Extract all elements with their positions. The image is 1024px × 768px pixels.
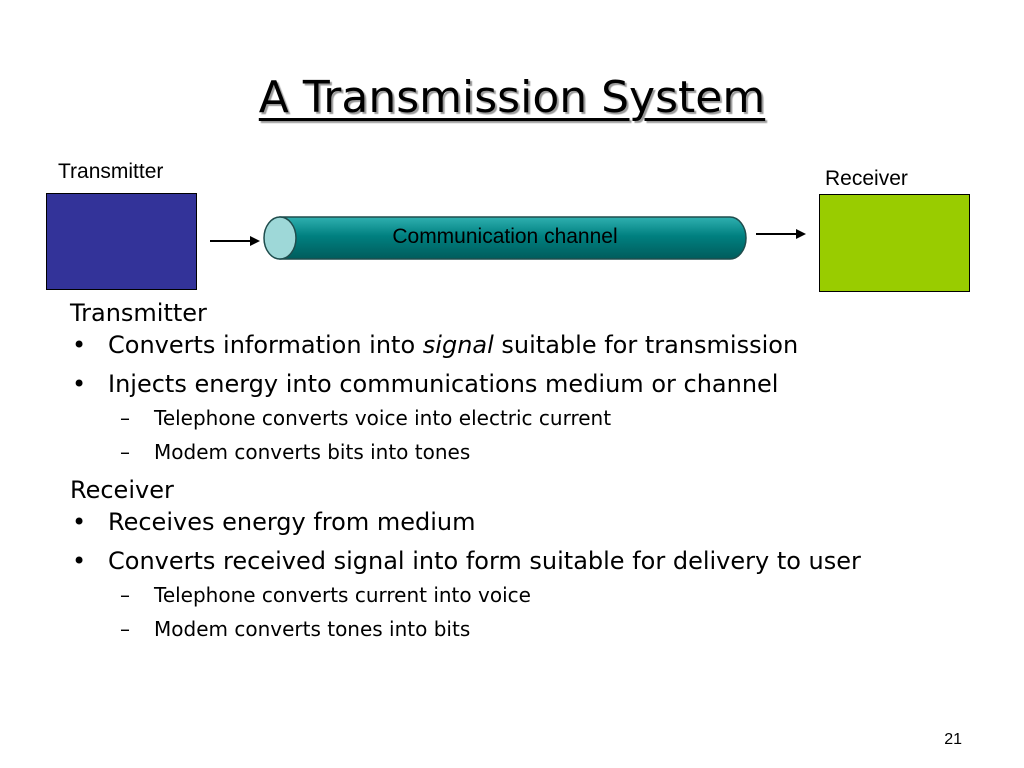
bullet-text: suitable for transmission bbox=[493, 331, 799, 359]
receiver-block bbox=[819, 194, 970, 292]
sub-bullet-text: Telephone converts voice into electric c… bbox=[154, 406, 612, 430]
sub-bullet-text: Telephone converts current into voice bbox=[154, 583, 531, 607]
sub-bullet-text: Modem converts bits into tones bbox=[154, 440, 471, 464]
dash-mark: – bbox=[120, 406, 130, 430]
transmitter-label: Transmitter bbox=[58, 160, 164, 183]
sub-bullet-item: – Modem converts bits into tones bbox=[70, 435, 970, 469]
sub-bullet-item: – Modem converts tones into bits bbox=[70, 612, 970, 646]
slide-body: Transmitter • Converts information into … bbox=[70, 296, 970, 646]
dash-mark: – bbox=[120, 583, 130, 607]
bullet-mark: • bbox=[72, 508, 87, 536]
arrow-to-receiver bbox=[756, 228, 806, 240]
bullet-emphasis: signal bbox=[422, 331, 494, 359]
receiver-label: Receiver bbox=[825, 167, 908, 190]
bullet-text: Receives energy from medium bbox=[108, 508, 476, 536]
bullet-text: Converts received signal into form suita… bbox=[108, 547, 861, 575]
bullet-item: • Converts received signal into form sui… bbox=[70, 547, 970, 576]
bullet-item: • Receives energy from medium bbox=[70, 508, 970, 537]
bullet-item: • Converts information into signal suita… bbox=[70, 331, 970, 360]
communication-channel bbox=[262, 215, 748, 261]
bullet-item: • Injects energy into communications med… bbox=[70, 370, 970, 399]
sub-bullet-item: – Telephone converts current into voice bbox=[70, 578, 970, 612]
channel-label: Communication channel bbox=[392, 225, 618, 248]
slide-title: A Transmission System bbox=[258, 72, 766, 123]
dash-mark: – bbox=[120, 617, 130, 641]
sub-bullet-text: Modem converts tones into bits bbox=[154, 617, 471, 641]
bullet-mark: • bbox=[72, 331, 87, 359]
bullet-mark: • bbox=[72, 370, 87, 398]
transmitter-block bbox=[46, 193, 197, 290]
page-number: 21 bbox=[944, 731, 962, 748]
arrow-to-channel bbox=[210, 235, 260, 247]
transmitter-heading: Transmitter bbox=[70, 299, 207, 327]
receiver-heading: Receiver bbox=[70, 476, 174, 504]
bullet-mark: • bbox=[72, 547, 87, 575]
dash-mark: – bbox=[120, 440, 130, 464]
sub-bullet-item: – Telephone converts voice into electric… bbox=[70, 401, 970, 435]
bullet-text: Converts information into bbox=[108, 331, 423, 359]
bullet-text: Injects energy into communications mediu… bbox=[108, 370, 779, 398]
